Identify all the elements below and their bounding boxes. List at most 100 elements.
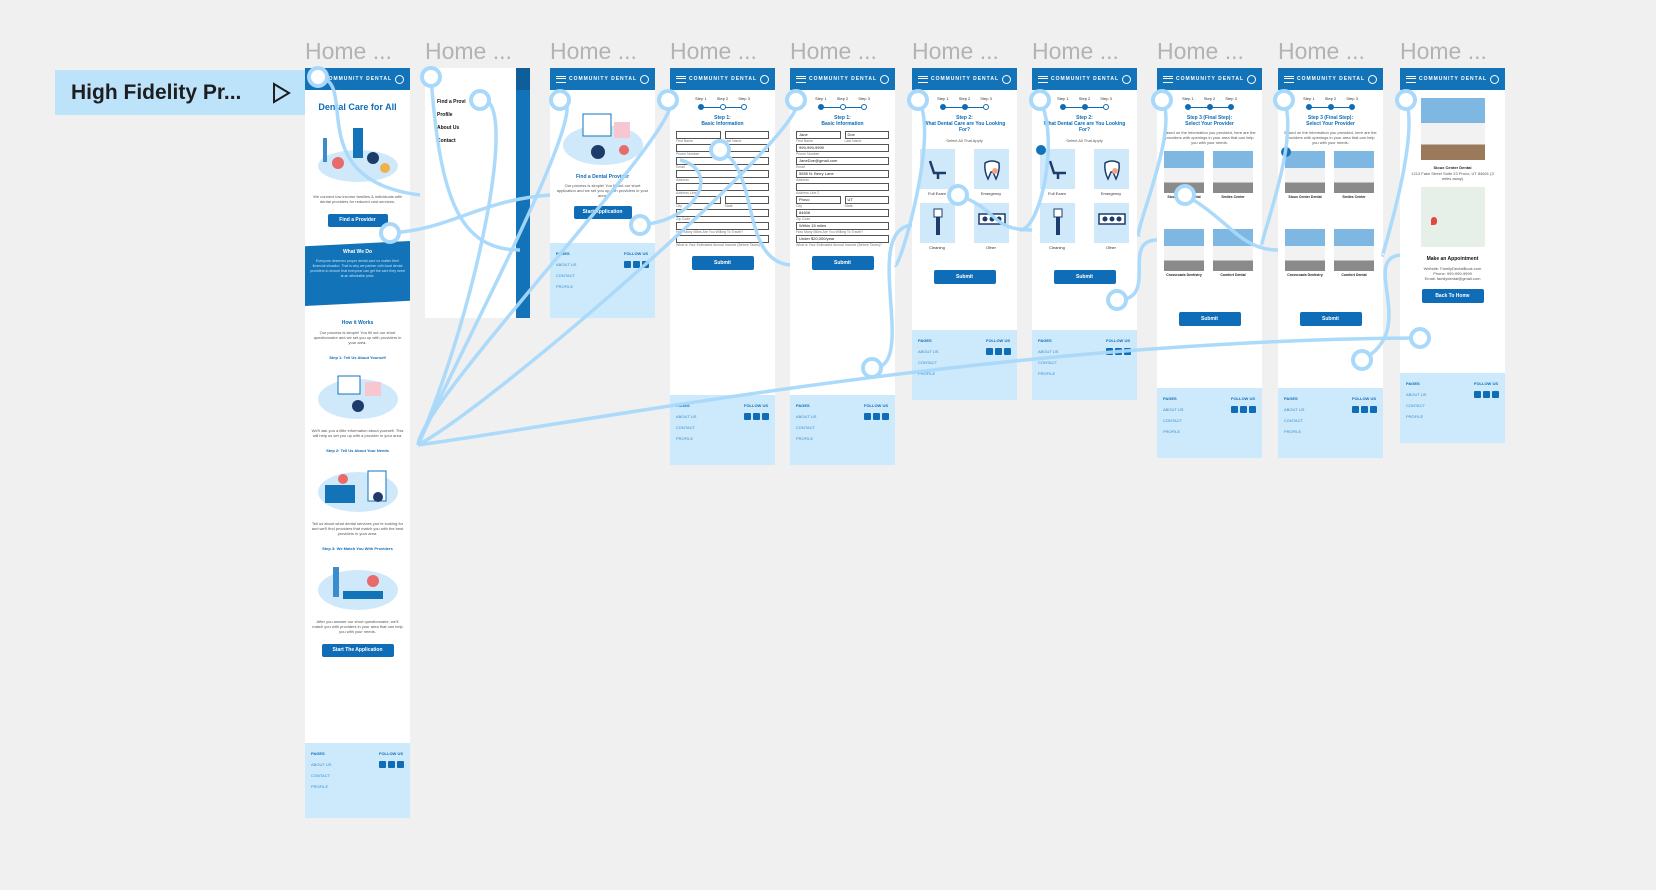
twitter-icon[interactable]	[624, 261, 631, 268]
profile-icon[interactable]	[1367, 74, 1377, 84]
submit-button[interactable]: Submit	[691, 256, 754, 270]
footer-link-profile[interactable]: PROFILE	[1406, 414, 1424, 419]
state-field[interactable]	[724, 196, 769, 204]
start-application-button[interactable]: Start The Application	[321, 644, 394, 657]
footer-link-profile[interactable]: PROFILE	[918, 371, 936, 376]
city-field[interactable]: Provo	[796, 196, 841, 204]
email-field[interactable]	[676, 157, 769, 165]
instagram-icon[interactable]	[1004, 348, 1011, 355]
menu-icon[interactable]	[1163, 75, 1173, 83]
footer-link-profile[interactable]: PROFILE	[556, 284, 574, 289]
back-home-button[interactable]: Back To Home	[1421, 289, 1484, 303]
menu-icon[interactable]	[311, 75, 321, 83]
provider-card-3[interactable]	[1164, 229, 1204, 271]
profile-icon[interactable]	[1121, 74, 1131, 84]
provider-website[interactable]: Website: FamilyDentalBook.com	[1423, 266, 1482, 271]
profile-icon[interactable]	[879, 74, 889, 84]
footer-link-profile[interactable]: PROFILE	[1284, 429, 1302, 434]
profile-icon[interactable]	[394, 74, 404, 84]
facebook-icon[interactable]	[388, 761, 395, 768]
find-provider-button[interactable]: Find a Provider	[327, 214, 388, 227]
menu-icon[interactable]	[918, 75, 928, 83]
footer-link-contact[interactable]: CONTACT	[311, 773, 331, 778]
provider-card-1[interactable]	[1164, 151, 1204, 193]
miles-select[interactable]: Within 15 miles	[796, 222, 889, 230]
footer-link-profile[interactable]: PROFILE	[311, 784, 329, 789]
footer-link-about[interactable]: ABOUT US	[1038, 349, 1059, 354]
zip-field[interactable]	[676, 209, 769, 217]
menu-item-about[interactable]: About Us	[437, 125, 460, 131]
twitter-icon[interactable]	[379, 761, 386, 768]
menu-item-profile[interactable]: Profile	[437, 112, 453, 118]
income-select[interactable]: Under $20,000/year	[796, 235, 889, 243]
provider-card-3[interactable]	[1285, 229, 1325, 271]
footer-link-about[interactable]: ABOUT US	[1406, 392, 1427, 397]
facebook-icon[interactable]	[995, 348, 1002, 355]
provider-email[interactable]: Email: familydental@gmail.com	[1424, 276, 1481, 281]
footer-link-contact[interactable]: CONTACT	[556, 273, 576, 278]
twitter-icon[interactable]	[1231, 406, 1238, 413]
profile-icon[interactable]	[1001, 74, 1011, 84]
footer-link-about[interactable]: ABOUT US	[556, 262, 577, 267]
provider-card-1[interactable]	[1285, 151, 1325, 193]
submit-button[interactable]: Submit	[1299, 312, 1362, 326]
profile-icon[interactable]	[1489, 74, 1499, 84]
instagram-icon[interactable]	[642, 261, 649, 268]
flow-start-label[interactable]: High Fidelity Pr...	[55, 70, 305, 115]
footer-link-contact[interactable]: CONTACT	[1038, 360, 1058, 365]
instagram-icon[interactable]	[882, 413, 889, 420]
provider-card-4[interactable]	[1334, 229, 1374, 271]
footer-link-about[interactable]: ABOUT US	[311, 762, 332, 767]
twitter-icon[interactable]	[1474, 391, 1481, 398]
twitter-icon[interactable]	[864, 413, 871, 420]
phone-field[interactable]	[676, 144, 769, 152]
facebook-icon[interactable]	[1361, 406, 1368, 413]
provider-card-4[interactable]	[1213, 229, 1253, 271]
facebook-icon[interactable]	[633, 261, 640, 268]
email-field[interactable]: JaneDoe@gmail.com	[796, 157, 889, 165]
footer-link-contact[interactable]: CONTACT	[918, 360, 938, 365]
instagram-icon[interactable]	[1492, 391, 1499, 398]
menu-icon[interactable]	[676, 75, 686, 83]
submit-button[interactable]: Submit	[811, 256, 874, 270]
instagram-icon[interactable]	[1124, 348, 1131, 355]
twitter-icon[interactable]	[744, 413, 751, 420]
footer-link-profile[interactable]: PROFILE	[796, 436, 814, 441]
provider-card-2[interactable]	[1213, 151, 1253, 193]
footer-link-about[interactable]: ABOUT US	[1284, 407, 1305, 412]
menu-icon[interactable]	[556, 75, 566, 83]
menu-icon[interactable]	[1038, 75, 1048, 83]
footer-link-profile[interactable]: PROFILE	[1163, 429, 1181, 434]
footer-link-contact[interactable]: CONTACT	[1284, 418, 1304, 423]
facebook-icon[interactable]	[1115, 348, 1122, 355]
state-field[interactable]: UT	[844, 196, 889, 204]
menu-item-contact[interactable]: Contact	[437, 138, 456, 144]
menu-icon[interactable]	[1406, 75, 1416, 83]
footer-link-about[interactable]: ABOUT US	[796, 414, 817, 419]
facebook-icon[interactable]	[1240, 406, 1247, 413]
provider-phone[interactable]: Phone: 999-999-9999	[1433, 271, 1472, 276]
facebook-icon[interactable]	[753, 413, 760, 420]
facebook-icon[interactable]	[1483, 391, 1490, 398]
last-name-field[interactable]: Doe	[844, 131, 889, 139]
address-field[interactable]: 5555 N. Berry Lane	[796, 170, 889, 178]
footer-link-about[interactable]: ABOUT US	[1163, 407, 1184, 412]
submit-button[interactable]: Submit	[933, 270, 996, 284]
city-field[interactable]	[676, 196, 721, 204]
menu-icon[interactable]	[796, 75, 806, 83]
profile-icon[interactable]	[1246, 74, 1256, 84]
footer-link-contact[interactable]: CONTACT	[676, 425, 696, 430]
submit-button[interactable]: Submit	[1053, 270, 1116, 284]
facebook-icon[interactable]	[873, 413, 880, 420]
address2-field[interactable]	[796, 183, 889, 191]
address-field[interactable]	[676, 170, 769, 178]
phone-field[interactable]: 999-999-9999	[796, 144, 889, 152]
footer-link-contact[interactable]: CONTACT	[1163, 418, 1183, 423]
twitter-icon[interactable]	[1352, 406, 1359, 413]
profile-icon[interactable]	[639, 74, 649, 84]
footer-link-contact[interactable]: CONTACT	[796, 425, 816, 430]
play-icon[interactable]	[269, 81, 293, 105]
menu-icon[interactable]	[1284, 75, 1294, 83]
twitter-icon[interactable]	[986, 348, 993, 355]
provider-map[interactable]	[1420, 187, 1485, 247]
